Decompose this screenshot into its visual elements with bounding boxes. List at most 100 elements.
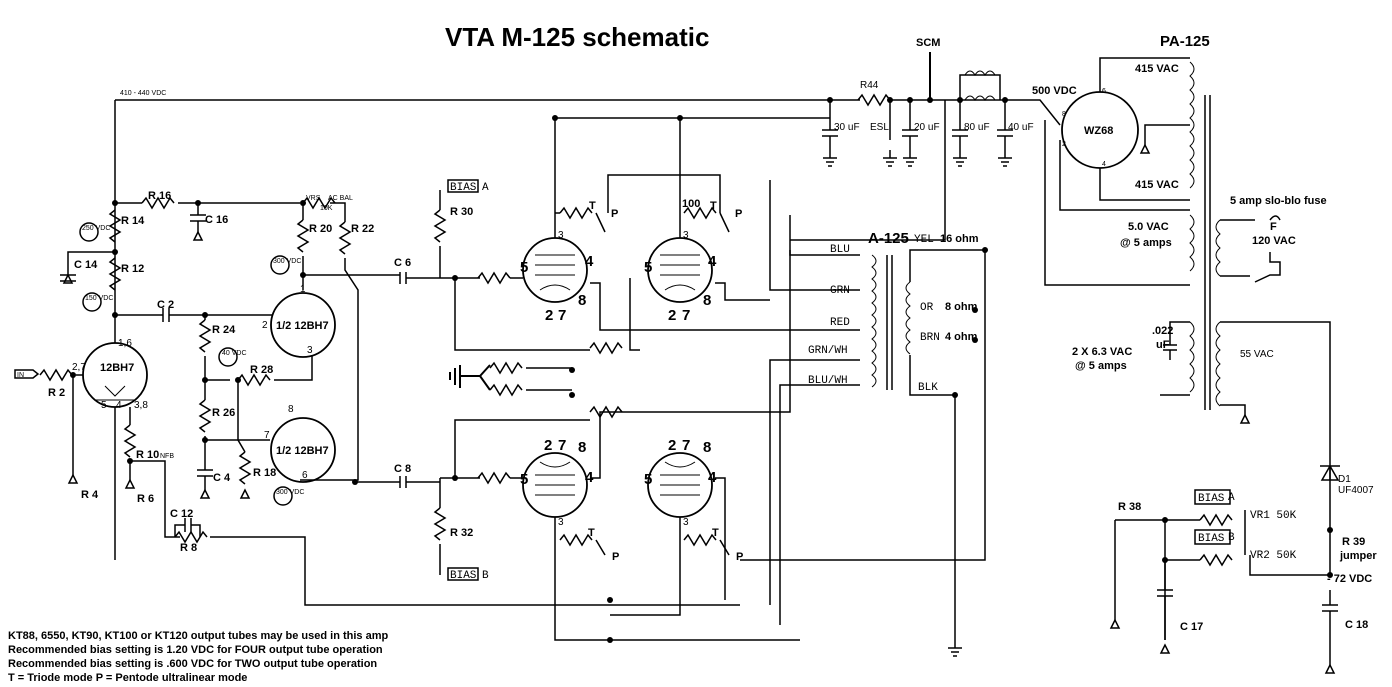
svg-text:2: 2	[668, 307, 676, 324]
note-bias-two: Recommended bias setting is .600 VDC for…	[8, 658, 377, 670]
scm-label: SCM	[916, 37, 940, 49]
svg-text:4: 4	[585, 253, 594, 270]
svg-text:8: 8	[703, 439, 711, 456]
svg-text:3: 3	[558, 230, 564, 241]
mains-label: 120 VAC	[1252, 235, 1296, 247]
note-bias-four: Recommended bias setting is 1.20 VDC for…	[8, 644, 383, 656]
svg-text:A: A	[482, 182, 489, 194]
vr1-label: VR1 50K	[1250, 510, 1297, 522]
b-plus-label: 500 VDC	[1032, 85, 1077, 97]
volt-300a: 300 VDC	[273, 258, 301, 265]
c8-label: C 8	[394, 463, 411, 475]
diode-label: D1	[1338, 474, 1351, 485]
svg-text:A: A	[1228, 492, 1235, 504]
r18-label: R 18	[253, 467, 276, 479]
output-stage: 3 5 4 2 7 8 3 5 4 2 7 8 2 7 8 5 4 3 2 7 …	[440, 115, 830, 643]
svg-text:6: 6	[1102, 88, 1106, 95]
r22-label: R 22	[351, 223, 374, 235]
svg-text:P: P	[612, 551, 619, 563]
r28-label: R 28	[250, 364, 273, 376]
c4-label: C 4	[213, 472, 231, 484]
svg-text:4: 4	[708, 469, 717, 486]
svg-text:8: 8	[288, 404, 294, 415]
svg-text:7: 7	[682, 437, 690, 454]
svg-text:2: 2	[544, 437, 552, 454]
c17-label: C 17	[1180, 621, 1203, 633]
svg-text:T: T	[712, 527, 719, 539]
ot-yel: YEL	[914, 234, 934, 246]
c18-label: C 18	[1345, 619, 1368, 631]
input-tube-label: 12BH7	[100, 362, 134, 374]
r26-label: R 26	[212, 407, 235, 419]
r8-label: R 8	[180, 542, 197, 554]
c6-label: C 6	[394, 257, 411, 269]
c16-label: C 16	[205, 214, 228, 226]
cap-30uf-label: 30 uF	[834, 122, 860, 133]
svg-text:4: 4	[1102, 161, 1106, 168]
svg-text:2,7: 2,7	[72, 362, 86, 373]
ot-grn-wh: GRN/WH	[808, 345, 848, 357]
fuse-label: 5 amp slo-blo fuse	[1230, 195, 1327, 207]
svg-text:2: 2	[262, 320, 268, 331]
output-transformer: A-125 BLU GRN RED GRN/WH BLU/WH YEL OR B…	[740, 180, 988, 657]
svg-text:4: 4	[116, 400, 122, 411]
power-section: PA-125 WZ68 6 8 2 4 415 VAC 415 VAC 5.0 …	[1044, 33, 1331, 480]
r6-label: R 6	[137, 493, 154, 505]
r14-label: R 14	[121, 215, 145, 227]
r32-label: R 32	[450, 527, 473, 539]
svg-text:3: 3	[307, 345, 313, 356]
svg-text:3: 3	[683, 517, 689, 528]
r16-label: R 16	[148, 190, 171, 202]
svg-text:8: 8	[578, 292, 586, 309]
svg-text:P: P	[736, 551, 743, 563]
nfb-label: NFB	[160, 453, 174, 460]
tap-8-ohm: 8 ohm	[945, 301, 978, 313]
tap-16-ohm: 16 ohm	[940, 233, 979, 245]
ot-title: A-125	[868, 230, 909, 247]
tap-4-ohm: 4 ohm	[945, 331, 978, 343]
phase-splitter-a-label: 1/2 12BH7	[276, 320, 329, 332]
vrs-label: VRS	[306, 195, 321, 202]
bias-b-tag-right: BIAS	[1198, 533, 1225, 545]
hv-rail: 410 - 440 VDC R44 30 uF ESL 20 uF 80 uF …	[114, 37, 1077, 560]
r2-label: R 2	[48, 387, 65, 399]
svg-text:5: 5	[644, 471, 652, 488]
ot-or: OR	[920, 302, 934, 314]
svg-text:8: 8	[703, 292, 711, 309]
svg-text:5: 5	[101, 400, 107, 411]
r12-label: R 12	[121, 263, 144, 275]
ot-blk: BLK	[918, 382, 938, 394]
r20-label: R 20	[309, 223, 332, 235]
fil-5v-current: @ 5 amps	[1120, 237, 1172, 249]
esl-label: ESL	[870, 122, 889, 133]
r44-label: R44	[860, 80, 879, 91]
front-end: 12BH7 1,6 2,7 5 4 3,8 IN R 2 R 4 R 14 R …	[14, 179, 740, 606]
svg-text:B: B	[1228, 532, 1235, 544]
note-tubes: KT88, 6550, KT90, KT100 or KT120 output …	[8, 630, 388, 642]
svg-text:B: B	[482, 570, 489, 582]
svg-text:T: T	[588, 527, 595, 539]
svg-text:F: F	[1270, 221, 1277, 233]
rectifier-label: WZ68	[1084, 125, 1113, 137]
svg-text:P: P	[735, 208, 742, 220]
svg-text:uF: uF	[1156, 339, 1170, 351]
c14-label: C 14	[74, 259, 98, 271]
svg-text:3: 3	[558, 517, 564, 528]
svg-text:7: 7	[558, 437, 566, 454]
phase-splitter-tube-b	[270, 417, 336, 483]
r24-label: R 24	[212, 324, 236, 336]
r30-label: R 30	[450, 206, 473, 218]
fil-5v-label: 5.0 VAC	[1128, 221, 1169, 233]
svg-text:2: 2	[1062, 141, 1066, 148]
hv-winding-top: 415 VAC	[1135, 63, 1179, 75]
svg-text:7: 7	[264, 430, 270, 441]
power-section-title: PA-125	[1160, 33, 1210, 50]
svg-text:T: T	[710, 200, 717, 212]
heater-cap-label: .022	[1152, 325, 1173, 337]
svg-text:6: 6	[302, 470, 308, 481]
hv-rail-label: 410 - 440 VDC	[120, 90, 166, 97]
r4-label: R 4	[81, 489, 99, 501]
svg-text:1,6: 1,6	[118, 338, 132, 349]
